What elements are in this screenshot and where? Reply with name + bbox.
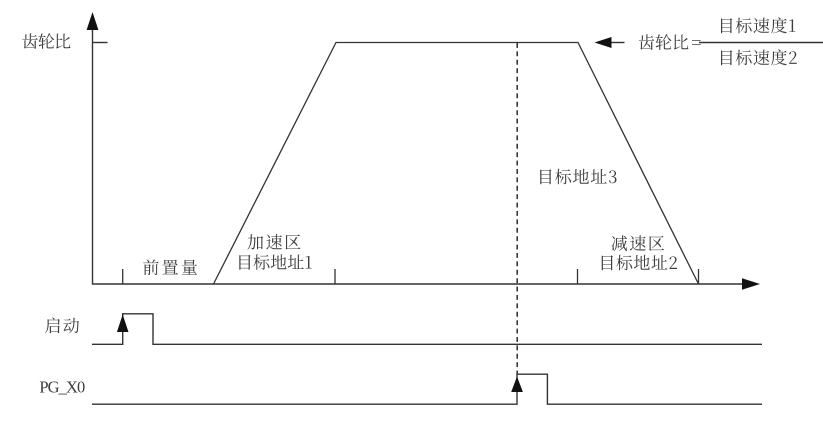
svg-text:PG_X0: PG_X0 [39,377,85,396]
